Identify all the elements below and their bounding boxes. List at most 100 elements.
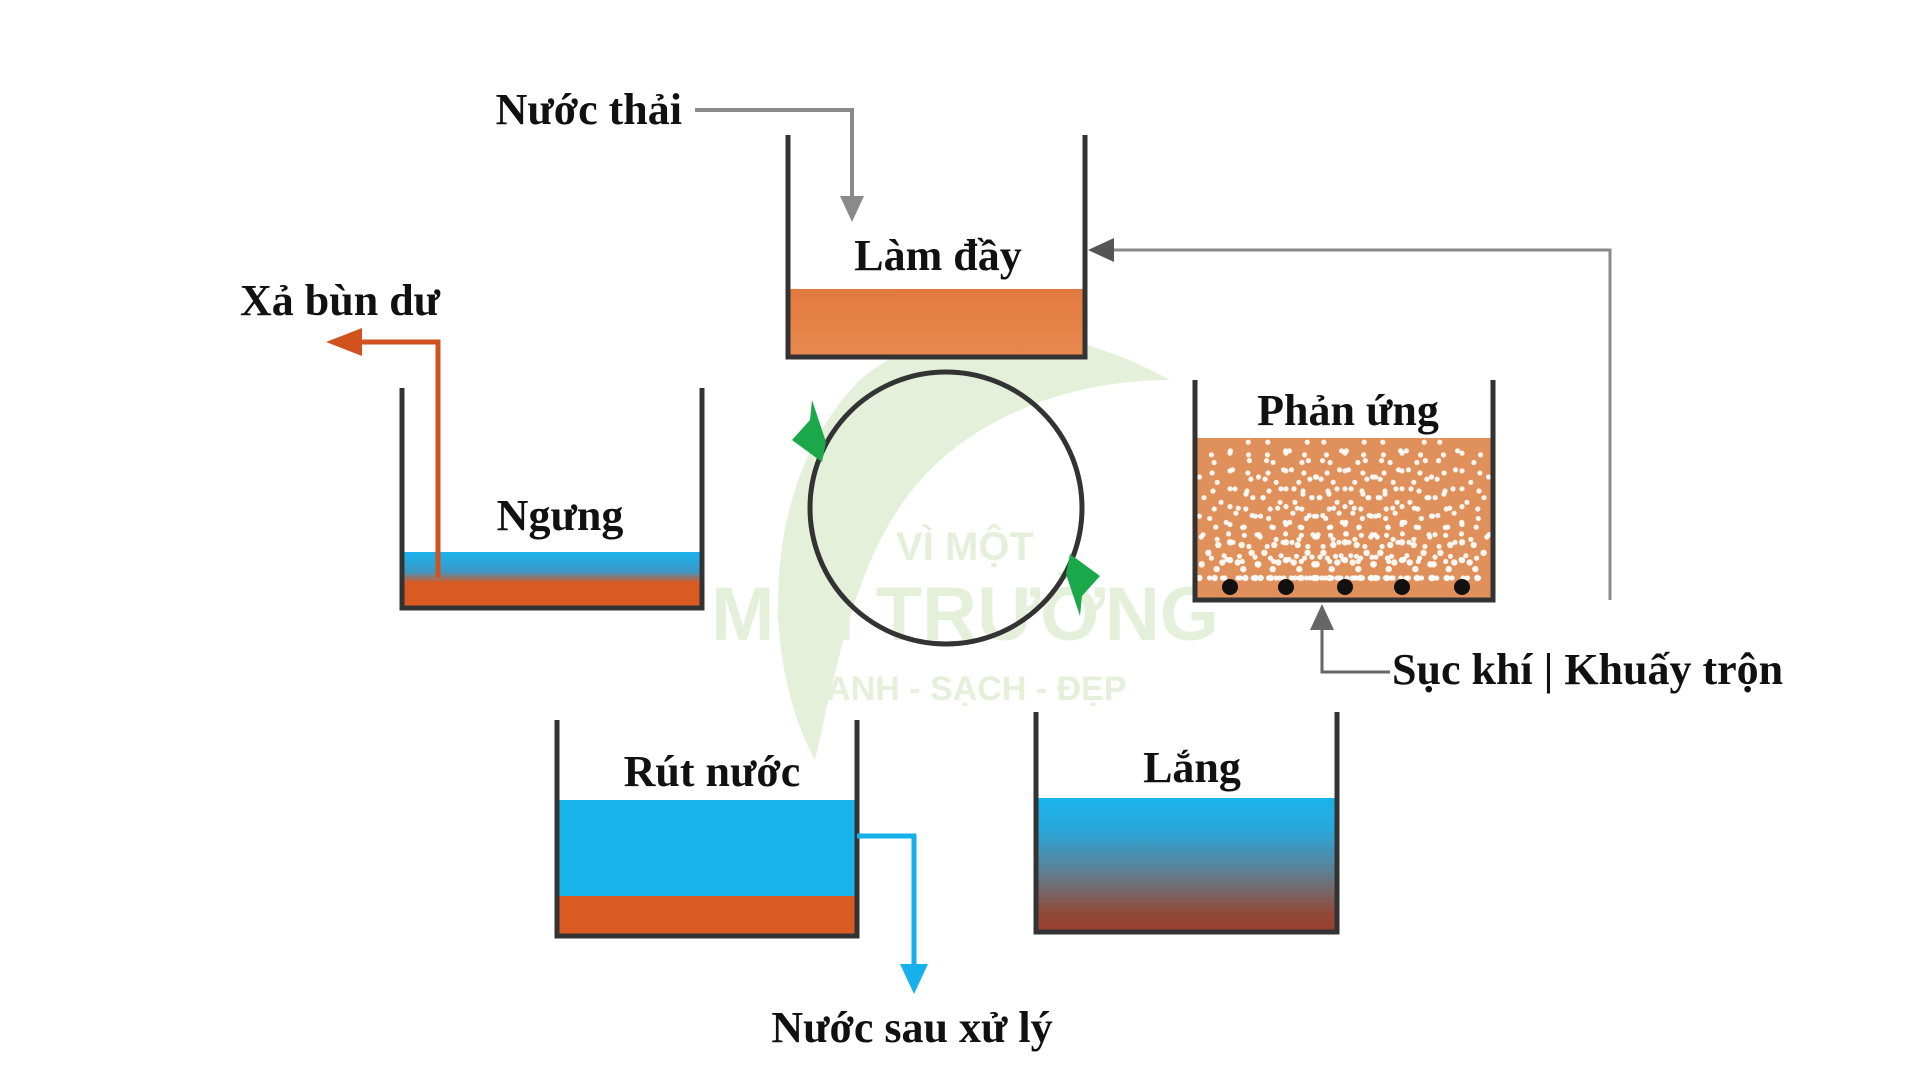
- bubble: [1403, 448, 1409, 454]
- bubble: [1299, 524, 1305, 531]
- return-flow: [1088, 238, 1612, 600]
- bubble: [1430, 561, 1437, 568]
- tank-idle: Ngưng: [399, 388, 705, 611]
- bubble: [1350, 510, 1356, 516]
- bubble: [1474, 555, 1480, 561]
- bubble: [1374, 534, 1380, 540]
- aeration-supply: Sục khí | Khuấy trộn: [1310, 604, 1783, 694]
- bubble: [1485, 474, 1492, 480]
- bubble: [1348, 499, 1354, 505]
- bubble: [1332, 553, 1339, 559]
- bubble: [1392, 510, 1398, 516]
- bubble: [1472, 565, 1479, 573]
- bubble: [1355, 459, 1361, 466]
- bubble: [1282, 539, 1290, 546]
- bubble: [1312, 474, 1319, 480]
- bubble: [1334, 559, 1341, 566]
- stage-label-settle: Lắng: [1143, 743, 1241, 792]
- bubble: [1213, 565, 1220, 573]
- bubble: [1369, 554, 1375, 560]
- bubble: [1436, 458, 1442, 464]
- bubble: [1399, 450, 1405, 456]
- bubble: [1361, 452, 1367, 458]
- bubble: [1211, 506, 1217, 512]
- bubble: [1400, 556, 1406, 563]
- bubble: [1209, 470, 1215, 476]
- bubble: [1321, 439, 1327, 445]
- bubble: [1277, 575, 1283, 581]
- bubble: [1377, 549, 1384, 556]
- bubble: [1218, 499, 1224, 505]
- bubble: [1468, 479, 1474, 485]
- bubble: [1428, 474, 1435, 480]
- bubble: [1302, 555, 1308, 561]
- bubble: [1271, 541, 1278, 549]
- stage-label-fill: Làm đầy: [854, 231, 1021, 280]
- bubble: [1447, 541, 1454, 549]
- bubble: [1230, 539, 1236, 545]
- bubble: [1283, 504, 1289, 510]
- bubble: [1415, 558, 1421, 565]
- bubble: [1255, 474, 1262, 480]
- bubble: [1418, 515, 1424, 522]
- bubble: [1355, 558, 1361, 565]
- bubble: [1384, 555, 1390, 561]
- bubble: [1205, 549, 1212, 556]
- arrow-head-icon: [1310, 604, 1334, 630]
- bubble: [1366, 512, 1372, 519]
- bubble: [1404, 553, 1410, 559]
- bubble: [1451, 510, 1457, 516]
- bubble: [1277, 499, 1283, 505]
- bubble: [1411, 536, 1417, 542]
- bubble: [1379, 543, 1385, 550]
- bubble: [1242, 574, 1249, 582]
- bubble: [1208, 555, 1214, 561]
- label-aeration: Sục khí | Khuấy trộn: [1392, 645, 1783, 694]
- bubble: [1432, 554, 1438, 560]
- bubble: [1343, 531, 1349, 537]
- cycle-arrow-right: [1066, 554, 1100, 616]
- bubble: [1445, 524, 1451, 530]
- bubble: [1296, 536, 1302, 542]
- bubble: [1266, 515, 1272, 522]
- bubble: [1391, 559, 1398, 566]
- bubble: [1370, 561, 1377, 568]
- bubble: [1360, 470, 1366, 476]
- bubble: [1399, 519, 1405, 526]
- bubble: [1440, 452, 1446, 458]
- bubble: [1252, 554, 1258, 560]
- stage-label-react: Phản ứng: [1257, 386, 1439, 435]
- bubble: [1411, 505, 1417, 511]
- bubble: [1220, 575, 1226, 581]
- bubble: [1298, 532, 1304, 538]
- bubble: [1273, 575, 1279, 581]
- bubble: [1432, 495, 1438, 501]
- bubble: [1233, 510, 1239, 516]
- bubble: [1211, 574, 1218, 582]
- bubble: [1265, 439, 1271, 445]
- bubble: [1390, 536, 1396, 542]
- bubble: [1384, 532, 1390, 538]
- bubble: [1196, 474, 1203, 480]
- bubble: [1278, 486, 1284, 492]
- bubble: [1303, 575, 1310, 581]
- bubble: [1473, 524, 1479, 530]
- bubble: [1412, 565, 1419, 573]
- bubble: [1475, 506, 1481, 512]
- bubble: [1299, 506, 1305, 512]
- bubble: [1325, 488, 1331, 494]
- bubble: [1486, 532, 1492, 538]
- bubble: [1426, 532, 1432, 538]
- bubble: [1373, 554, 1379, 560]
- aeration-bubbles: [1196, 439, 1492, 582]
- bubble: [1459, 468, 1465, 474]
- bubble: [1339, 519, 1345, 526]
- bubble: [1360, 491, 1366, 497]
- air-diffuser-icon: [1454, 579, 1470, 595]
- bubble: [1341, 539, 1349, 546]
- bubble: [1305, 458, 1311, 464]
- bubble: [1357, 574, 1364, 582]
- bubble: [1434, 476, 1440, 482]
- air-diffuser-icon: [1278, 579, 1294, 595]
- bubble: [1250, 575, 1256, 581]
